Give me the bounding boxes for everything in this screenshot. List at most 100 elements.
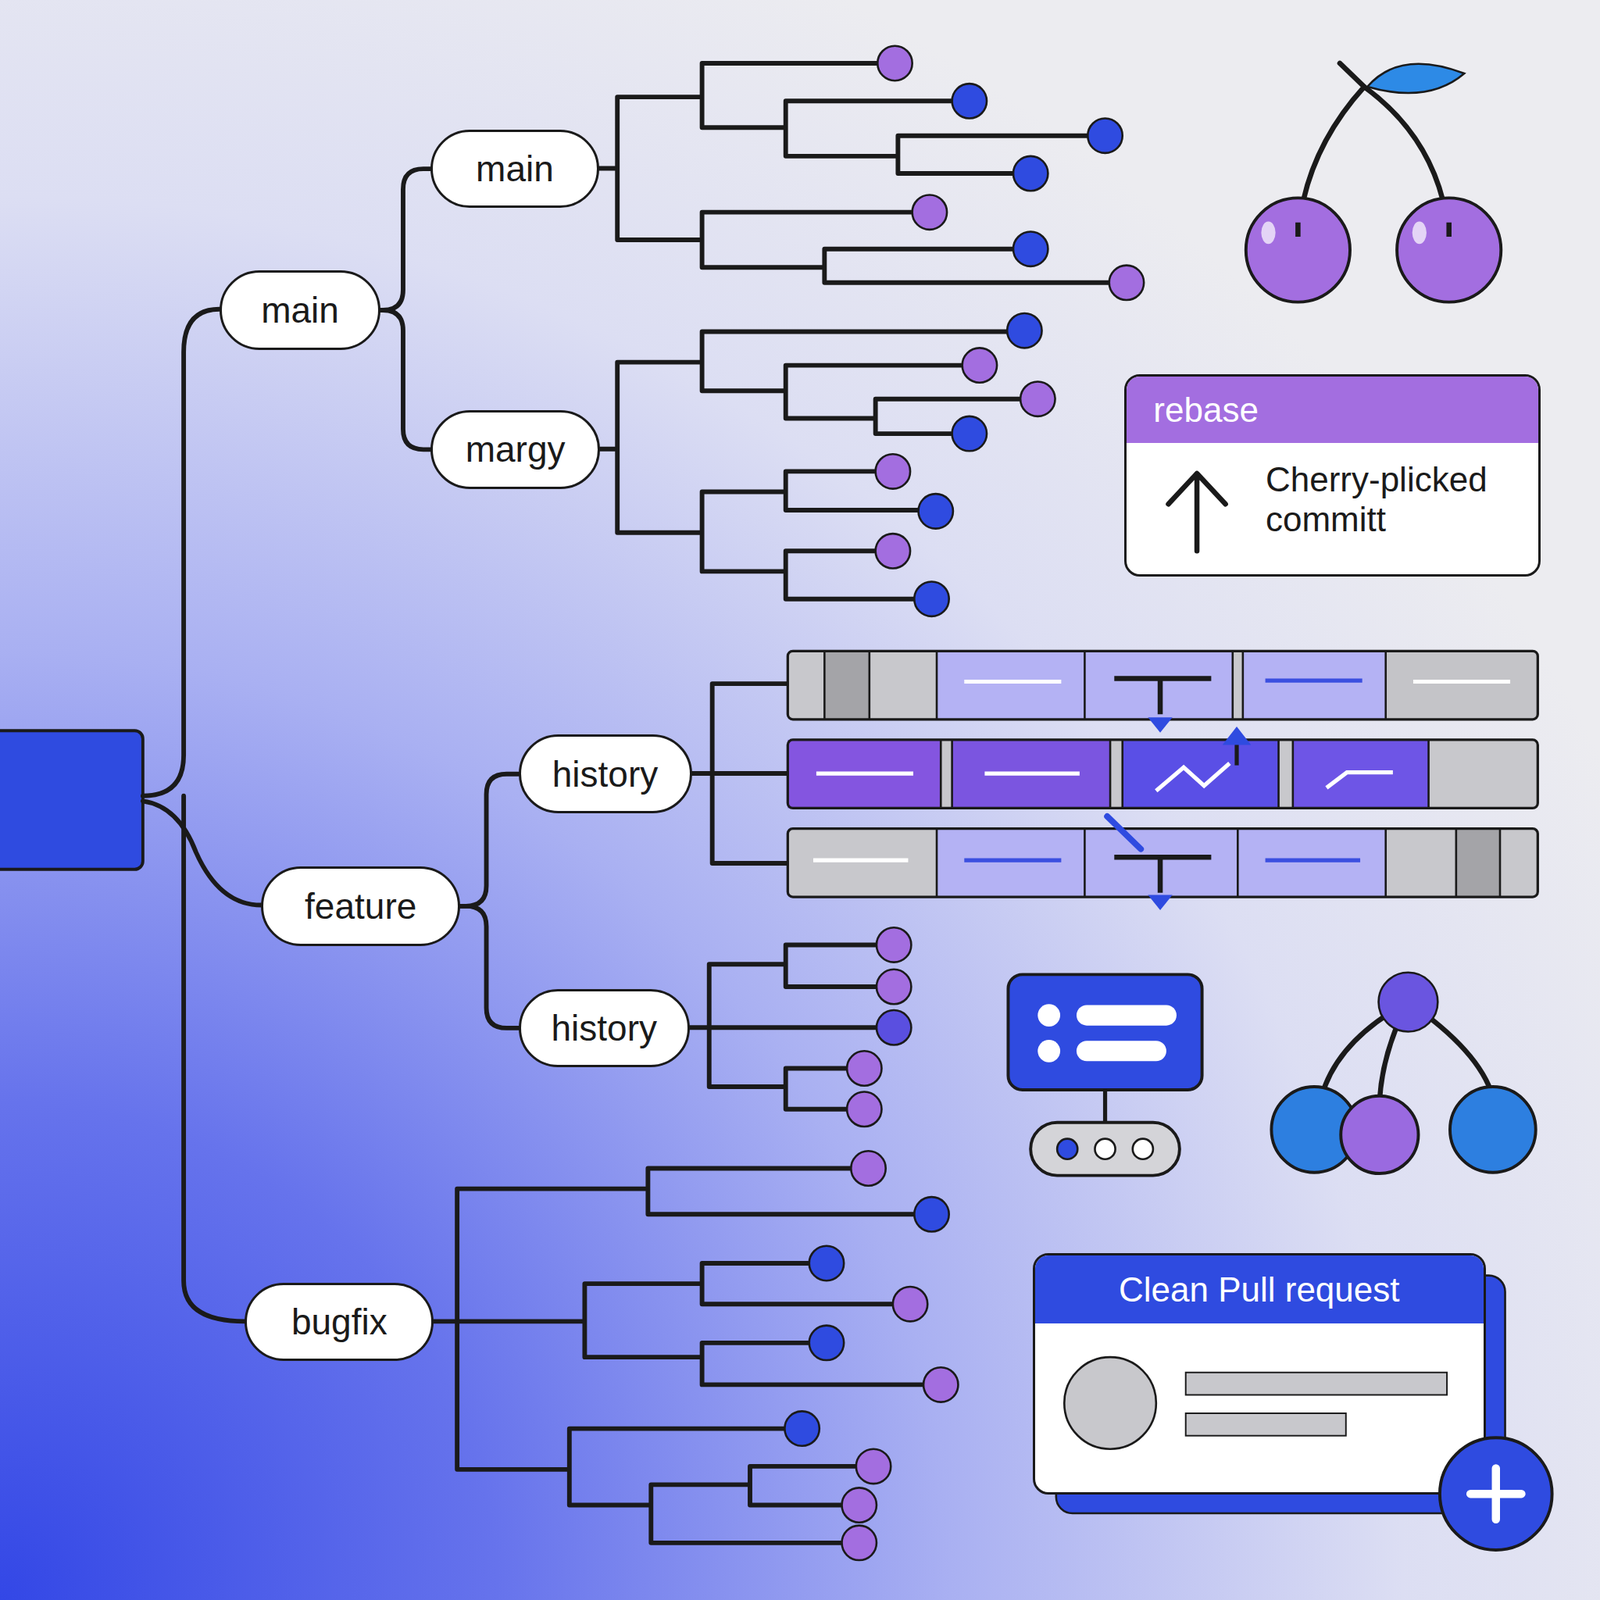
plus-button xyxy=(1439,1437,1553,1550)
commit-dots-part xyxy=(914,581,949,616)
commit-dots-part xyxy=(850,1150,886,1186)
history-bars-part xyxy=(1114,857,1211,893)
branch-label: main xyxy=(475,147,554,190)
branch-connector xyxy=(380,168,431,311)
commit-dots-part xyxy=(809,1325,844,1361)
cherry-icon-part xyxy=(1246,197,1350,302)
history-bars-part xyxy=(1147,894,1172,911)
branch-lines-part xyxy=(689,944,894,1109)
history-bars-part xyxy=(787,828,1538,898)
history-bars-part xyxy=(1122,739,1279,809)
branch-lines-part xyxy=(183,796,245,1322)
history-bars-part xyxy=(1114,678,1211,715)
history-bars-part xyxy=(1147,717,1172,733)
commit-dots-part xyxy=(846,1050,882,1086)
commit-dots-part xyxy=(876,1010,911,1045)
cherry-cluster-icon-part xyxy=(1378,972,1439,1033)
history-bars-part xyxy=(787,650,1538,720)
server-icon-part xyxy=(1132,1139,1154,1160)
branch-connector xyxy=(380,310,431,450)
history-bars-part xyxy=(1084,650,1233,720)
pr-placeholder xyxy=(1064,1357,1447,1450)
plus-button-part xyxy=(1470,1468,1522,1520)
branch-lines-part xyxy=(692,683,789,864)
branch-lines-part xyxy=(600,331,1038,599)
branch-label: margy xyxy=(465,428,566,471)
history-bars-part xyxy=(1265,678,1363,683)
branch-lines-part xyxy=(142,800,262,905)
cherry-cluster-icon xyxy=(1271,972,1536,1174)
branch-connector xyxy=(460,774,518,907)
branch-pill: margy xyxy=(430,410,600,490)
server-icon-part xyxy=(1057,1139,1078,1160)
commit-dots-part xyxy=(809,1246,844,1281)
branch-lines-part xyxy=(142,309,220,797)
server-icon-part xyxy=(1076,1005,1177,1026)
cherry-icon-part xyxy=(1260,221,1275,244)
commit-dots-part xyxy=(1109,265,1144,300)
commit-dots-part xyxy=(892,1286,928,1322)
history-bars-part xyxy=(1385,650,1539,720)
branch-lines xyxy=(142,63,1127,1543)
history-bars-part xyxy=(1326,772,1393,789)
history-bars-part xyxy=(936,650,1085,720)
server-icon-part xyxy=(1076,1040,1167,1061)
commit-dots-part xyxy=(842,1525,877,1561)
branch-pill: main xyxy=(219,270,381,350)
cherry-icon xyxy=(1246,63,1502,303)
history-bars-part xyxy=(936,828,1085,898)
history-bars-part xyxy=(1156,763,1230,791)
commit-dots-part xyxy=(846,1092,882,1127)
history-bars-part xyxy=(787,739,1538,809)
card-text: Cherry-plicked committ xyxy=(1265,460,1533,540)
cherry-cluster-icon-part xyxy=(1340,1096,1418,1174)
branch-pill: bugfix xyxy=(244,1282,434,1362)
pr-placeholder-part xyxy=(1064,1357,1157,1450)
branch-label: feature xyxy=(304,885,417,928)
cherry-icon-part xyxy=(1396,197,1501,302)
commit-dots-part xyxy=(952,83,987,118)
commit-dots-part xyxy=(1087,118,1122,154)
branch-label: history xyxy=(550,1007,657,1050)
history-bars-part xyxy=(824,650,869,720)
card-heading: rebase xyxy=(1126,376,1539,443)
commit-dots-part xyxy=(856,1449,891,1484)
history-bars xyxy=(787,650,1538,911)
history-bars-part xyxy=(787,739,1538,809)
server-icon-part xyxy=(1037,1003,1061,1027)
up-arrow-icon-part xyxy=(1168,473,1226,551)
history-bars-part xyxy=(824,650,1386,720)
history-bars-part xyxy=(1242,650,1386,720)
root-block xyxy=(0,730,143,870)
cherry-cluster-icon-part xyxy=(1450,1086,1536,1173)
server-icon-part xyxy=(1103,1089,1108,1123)
commit-dots-part xyxy=(784,1410,819,1446)
commit-dots-part xyxy=(842,1487,877,1522)
commit-dots-part xyxy=(952,416,987,451)
history-bars-part xyxy=(787,650,1538,720)
commit-dots-part xyxy=(877,46,912,81)
card-heading: Clean Pull request xyxy=(1035,1255,1484,1325)
history-bars-part xyxy=(813,857,908,862)
commit-dots-part xyxy=(1007,313,1042,348)
server-icon xyxy=(1007,974,1202,1175)
branch-label: main xyxy=(260,289,340,332)
branch-label: history xyxy=(552,753,658,796)
commit-dots-part xyxy=(1013,156,1048,191)
branch-pill: history xyxy=(518,734,693,814)
branch-pill: feature xyxy=(260,866,461,947)
info-card: rebaseCherry-plicked committ xyxy=(1124,374,1541,577)
branch-pill: history xyxy=(518,989,690,1068)
commit-dots-part xyxy=(876,969,911,1004)
commit-dots-part xyxy=(1013,231,1048,266)
commit-dots-part xyxy=(875,453,911,489)
history-bars-part xyxy=(1107,816,1141,850)
commit-dots-part xyxy=(875,533,911,568)
info-card: Clean Pull request xyxy=(1032,1253,1486,1496)
branch-pill: main xyxy=(430,129,600,209)
root-block-part xyxy=(0,730,143,870)
up-arrow-icon xyxy=(1168,473,1226,551)
cherry-icon-part xyxy=(1412,221,1427,244)
history-bars-part xyxy=(1292,739,1429,809)
history-bars-part xyxy=(936,828,1500,898)
